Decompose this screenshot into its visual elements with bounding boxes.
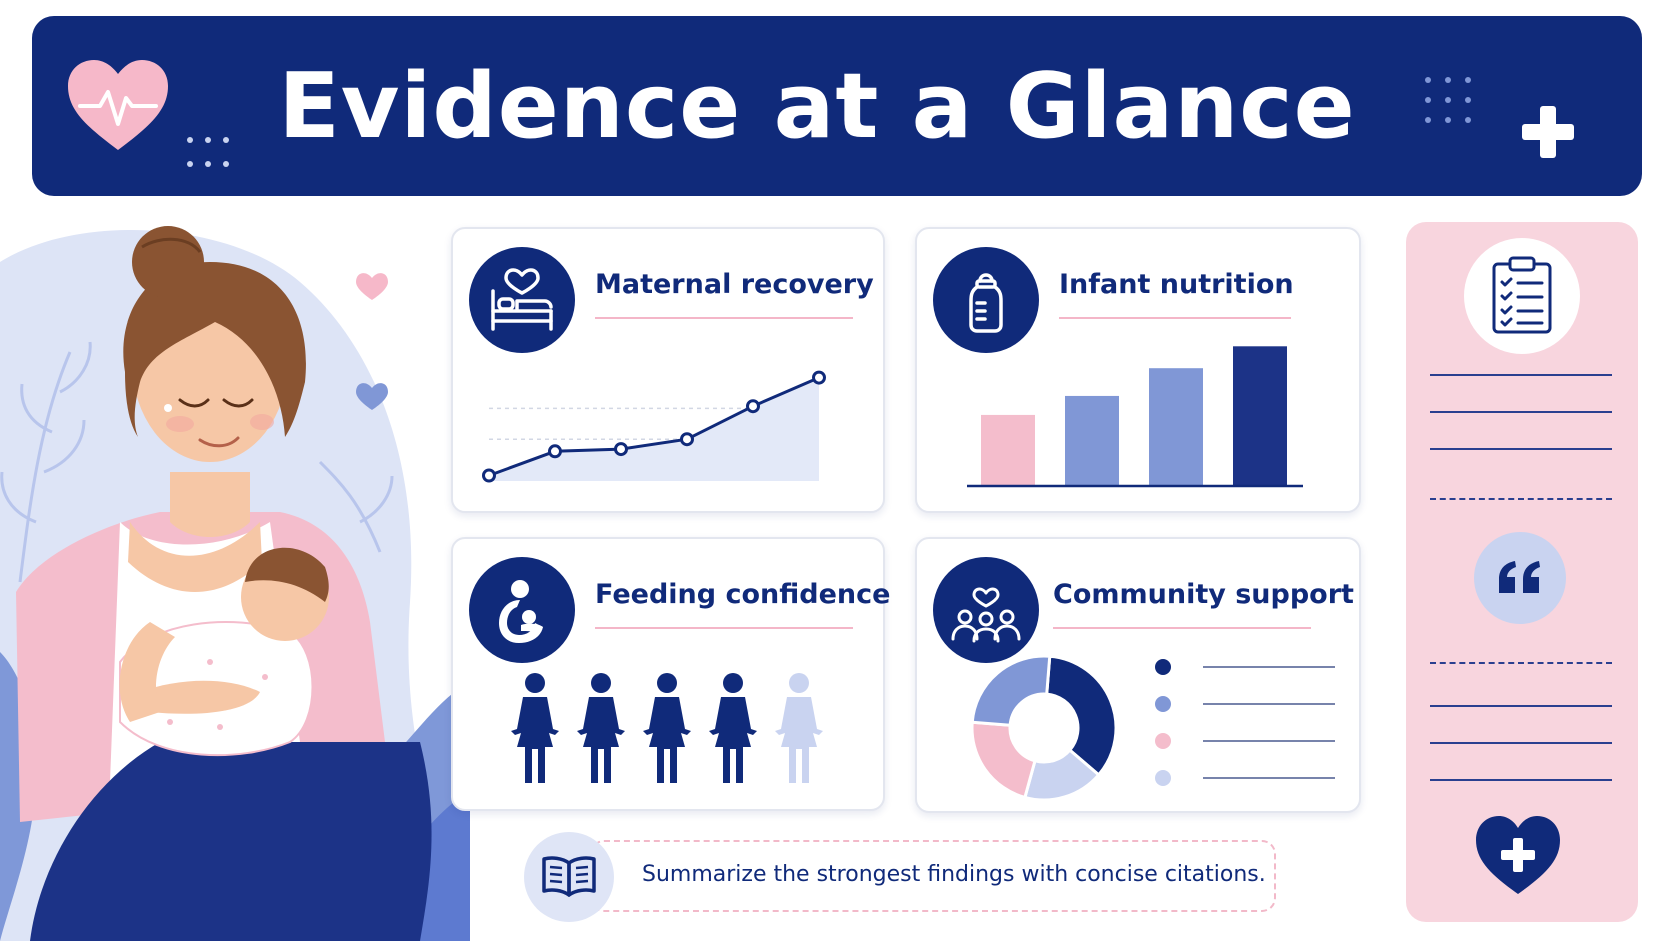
header-banner: Evidence at a Glance [32, 16, 1642, 196]
data-point [482, 468, 496, 483]
card-title: Feeding confidence [595, 579, 891, 610]
legend-marker [1155, 659, 1171, 675]
card-feeding-confidence: Feeding confidence [451, 537, 890, 811]
title-underline [1053, 627, 1311, 629]
series-line [488, 376, 820, 477]
card-maternal-recovery: Maternal recovery [451, 227, 885, 513]
person-body [643, 697, 691, 783]
side-panel [1406, 222, 1638, 922]
donut-chart [970, 654, 1118, 802]
title-underline [1059, 317, 1291, 319]
pictogram-chart [511, 673, 823, 783]
panel-line [1430, 742, 1612, 744]
plus-icon [1522, 106, 1574, 158]
data-point [614, 442, 628, 457]
card-title: Community support [1053, 579, 1354, 610]
area-fill [489, 377, 819, 481]
pie-slice [970, 720, 1037, 800]
legend-marker [1155, 770, 1171, 786]
clipboard-checklist-icon [1464, 238, 1580, 354]
dot-grid-decoration [187, 137, 229, 167]
title-underline [595, 317, 853, 319]
title-underline [595, 627, 853, 629]
pie-slice [970, 654, 1052, 727]
panel-line [1430, 411, 1612, 413]
person-head [723, 673, 743, 693]
person-icon [775, 673, 823, 783]
bar [1233, 346, 1287, 485]
baby-bottle-icon [933, 247, 1039, 353]
person-body [775, 697, 823, 783]
bar-chart [967, 346, 1303, 488]
card-community-support: Community support [915, 537, 1361, 813]
data-point [746, 399, 760, 414]
person-head [591, 673, 611, 693]
line-chart [482, 370, 826, 483]
panel-line [1430, 779, 1612, 781]
dot-grid-decoration [1425, 77, 1471, 123]
data-point [548, 444, 562, 459]
person-head [657, 673, 677, 693]
heart-plus-icon [1476, 816, 1560, 894]
bar [1149, 368, 1203, 485]
person-icon [643, 673, 691, 783]
person-icon [511, 673, 559, 783]
card-title: Infant nutrition [1059, 269, 1294, 300]
quote-icon [1474, 532, 1566, 624]
card-infant-nutrition: Infant nutrition [915, 227, 1361, 513]
legend-marker [1155, 733, 1171, 749]
people-heart-icon [933, 557, 1039, 663]
chart-legend [1155, 659, 1335, 786]
prompt-text: Summarize the strongest findings with co… [642, 862, 1266, 887]
person-icon [709, 673, 757, 783]
person-head [789, 673, 809, 693]
bed-heart-icon [469, 247, 575, 353]
panel-divider [1430, 662, 1612, 664]
person-head [525, 673, 545, 693]
panel-line [1430, 374, 1612, 376]
page-title: Evidence at a Glance [278, 53, 1356, 159]
card-title: Maternal recovery [595, 269, 874, 300]
panel-line [1430, 448, 1612, 450]
pie-slice [1045, 654, 1118, 777]
person-body [511, 697, 559, 783]
person-icon [577, 673, 625, 783]
panel-divider [1430, 498, 1612, 500]
panel-line [1430, 705, 1612, 707]
legend-marker [1155, 696, 1171, 712]
person-body [577, 697, 625, 783]
heart-pulse-icon [68, 60, 168, 150]
mother-breastfeeding-illustration [0, 226, 470, 941]
data-point [680, 432, 694, 447]
bar [981, 414, 1035, 485]
person-body [709, 697, 757, 783]
open-book-icon [524, 832, 614, 922]
breastfeeding-icon [469, 557, 575, 663]
bar [1065, 395, 1119, 485]
data-point [812, 370, 826, 385]
